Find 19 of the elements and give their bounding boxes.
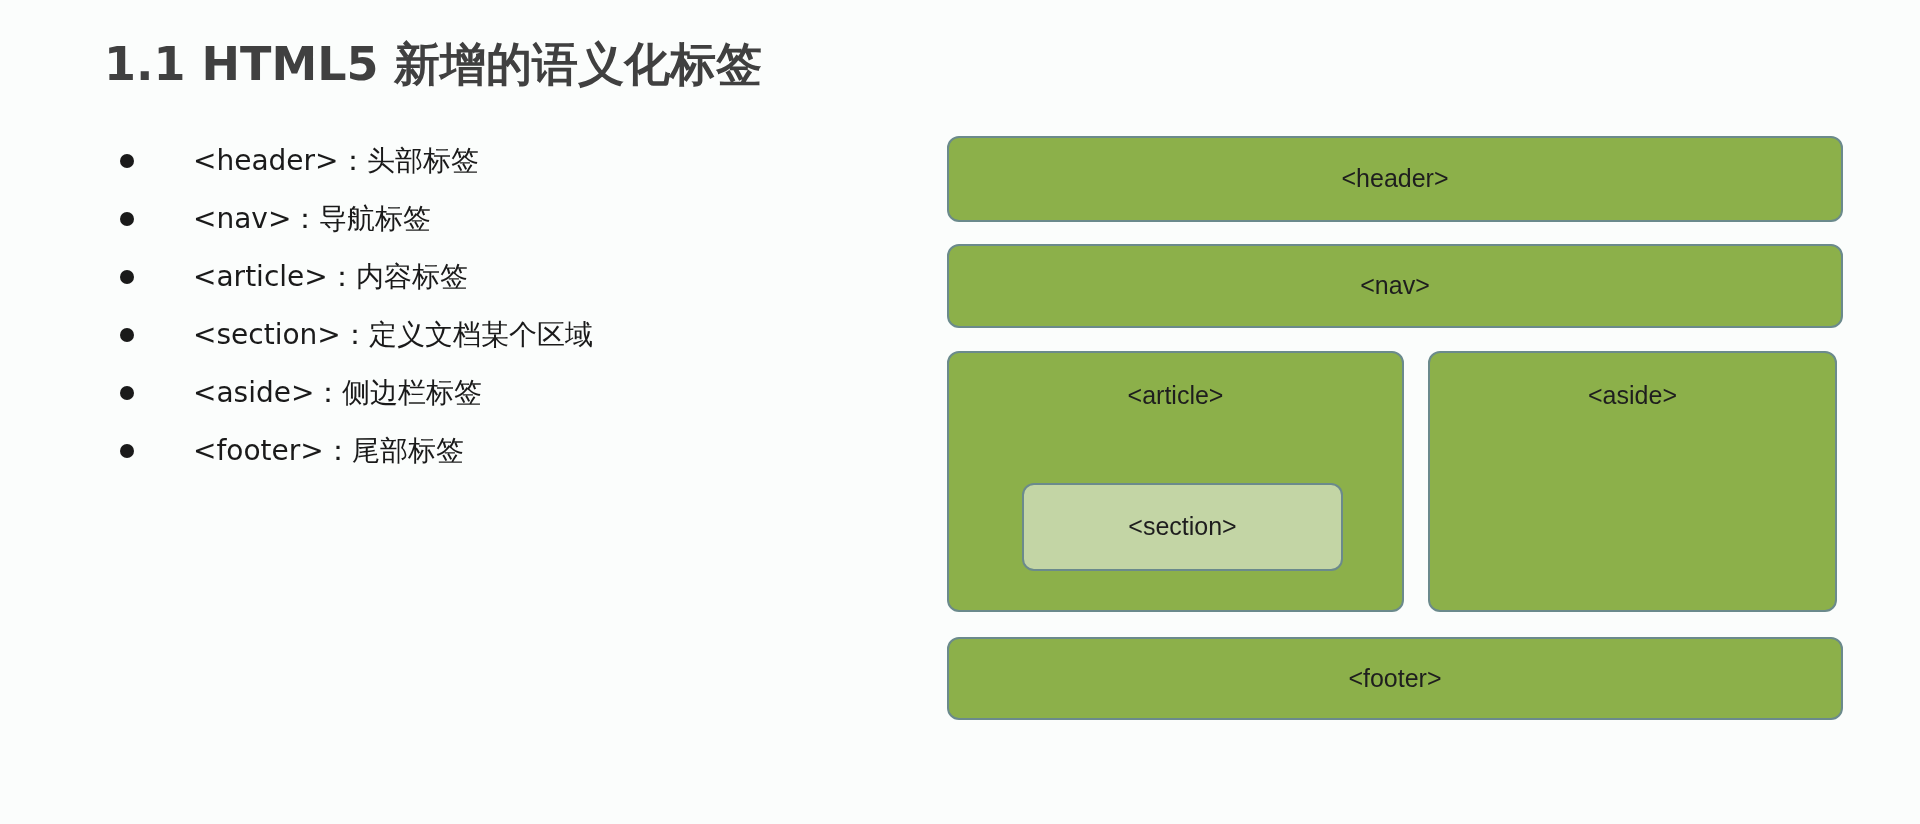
inner-section-box <box>1022 483 1343 571</box>
layout-box <box>1428 351 1837 612</box>
box-label: <section> <box>1128 511 1237 543</box>
layout-box <box>947 637 1843 720</box>
list-item-text: <article>：内容标签 <box>193 259 468 295</box>
list-item-text: <nav>：导航标签 <box>193 201 432 237</box>
list-item-text: <header>：头部标签 <box>193 143 479 179</box>
list-item-text: <footer>：尾部标签 <box>193 433 464 469</box>
layout-box <box>947 136 1843 222</box>
box-label: <footer> <box>1348 662 1442 694</box>
list-item-text: <section>：定义文档某个区域 <box>193 317 593 353</box>
box-label: <article> <box>1127 380 1224 411</box>
box-label: <nav> <box>1360 270 1430 302</box>
layout-box <box>947 244 1843 328</box>
list-item-text: <aside>：侧边栏标签 <box>193 375 483 411</box>
layout-box <box>947 351 1404 612</box>
box-label: <aside> <box>1588 380 1677 411</box>
box-label: <header> <box>1341 163 1449 195</box>
slide-title: 1.1 HTML5 新增的语义化标签 <box>104 36 763 93</box>
